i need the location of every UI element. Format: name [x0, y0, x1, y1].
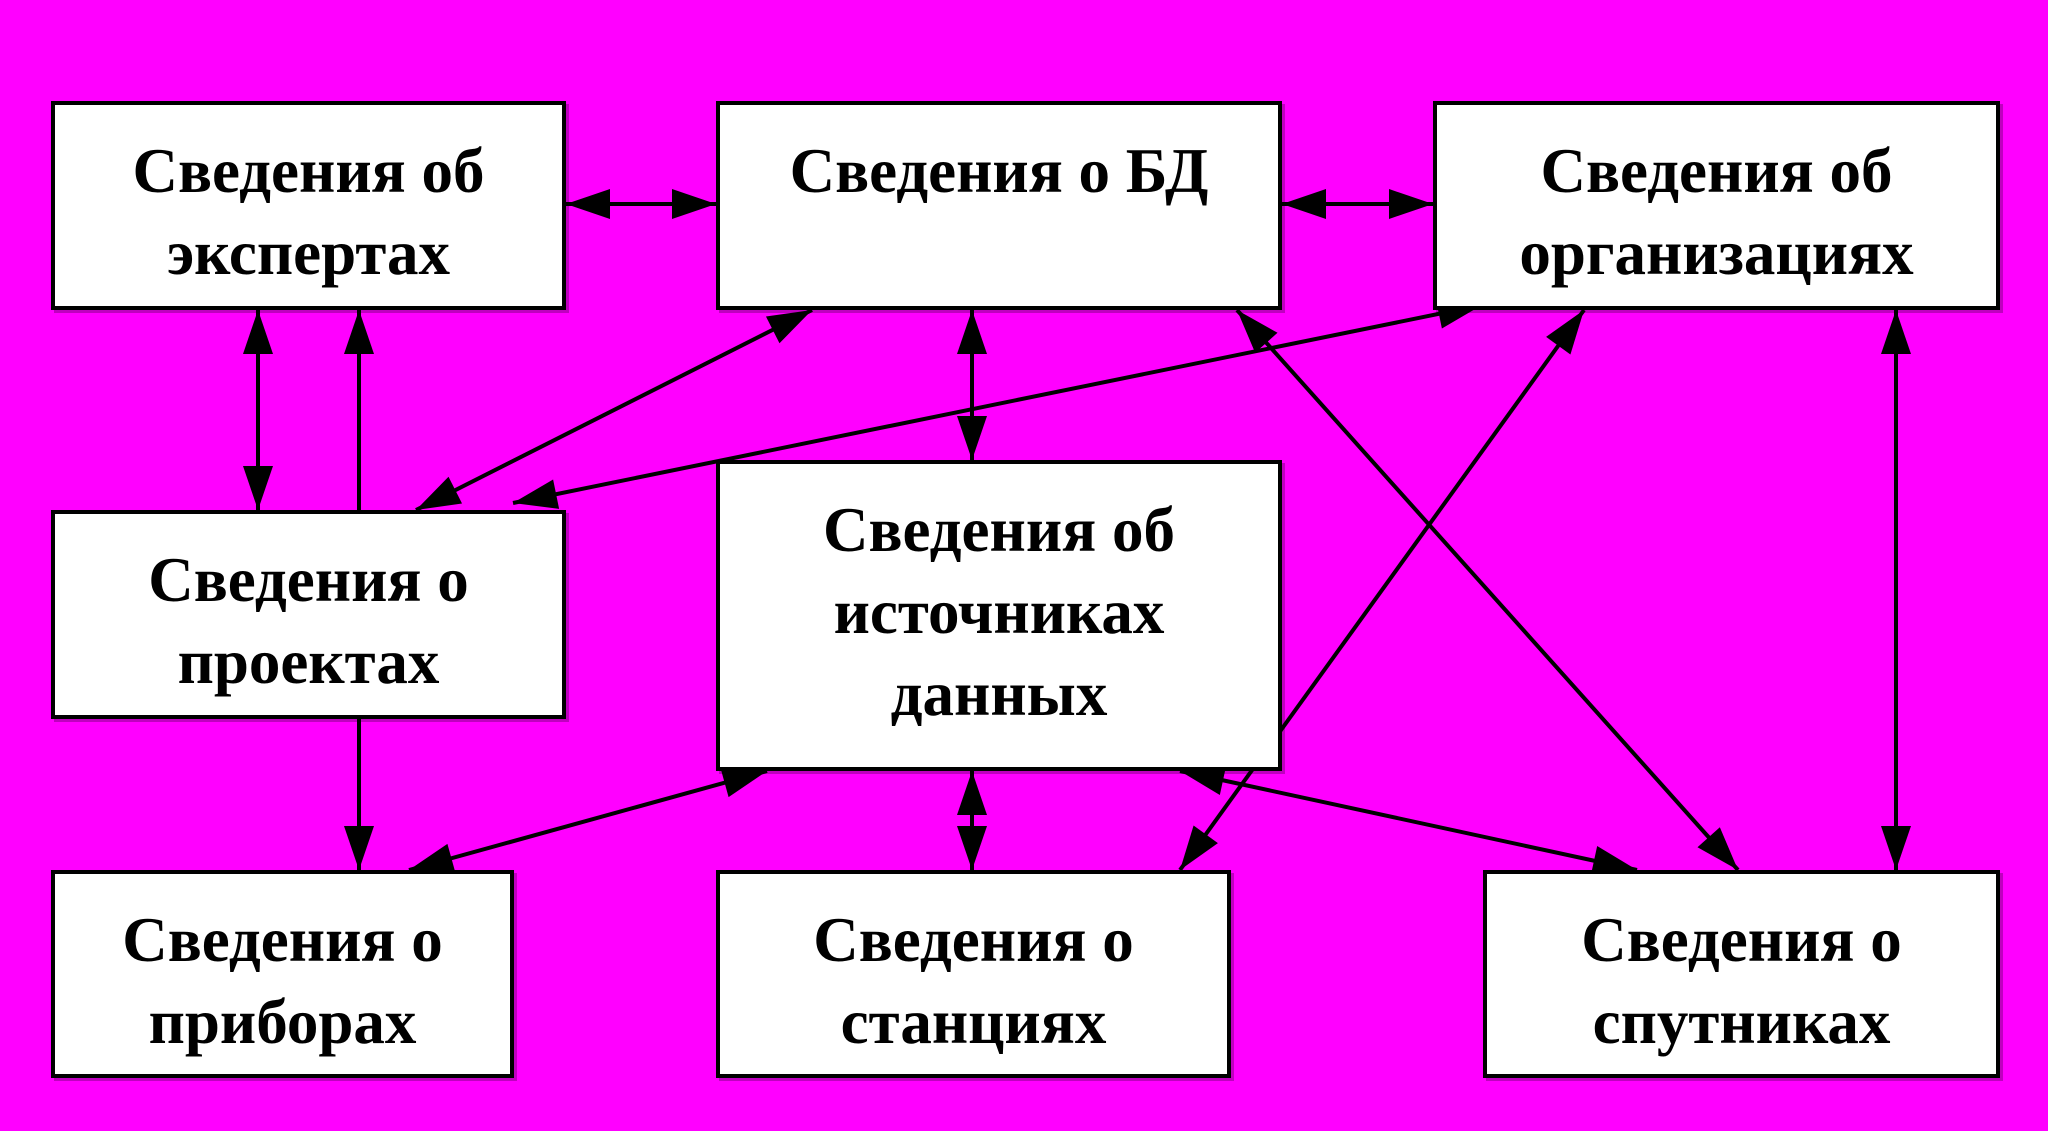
connector-db-sources [957, 310, 987, 460]
box-experts: Сведения об экспертах [51, 101, 566, 310]
arrowhead-projects [513, 479, 560, 509]
box-data-sources: Сведения об источниках данных [716, 460, 1282, 771]
connector-sources-satellites [1179, 765, 1638, 876]
box-devices: Сведения о приборах [51, 870, 514, 1078]
box-satellites-line-1: Сведения о [1581, 905, 1902, 975]
connector-sources-devices [408, 768, 768, 873]
arrowhead-db [1282, 189, 1326, 219]
connector-orgs-satellites [1881, 310, 1911, 870]
connector-projects-experts [344, 310, 374, 510]
arrowhead-db [957, 310, 987, 354]
connector-experts-db [566, 189, 716, 219]
box-projects-line-1: Сведения о [148, 545, 469, 615]
box-stations: Сведения о станциях [716, 870, 1231, 1078]
arrowhead-stations [1180, 825, 1218, 870]
arrowhead-projects [243, 466, 273, 510]
box-data-sources-line-3: данных [890, 659, 1108, 729]
arrowhead-db [1237, 310, 1278, 353]
arrowhead-devices [344, 826, 374, 870]
box-db-line-1: Сведения о БД [789, 136, 1209, 206]
box-db: Сведения о БД [716, 101, 1282, 310]
arrowhead-orgs [1389, 189, 1433, 219]
box-satellites: Сведения о спутниках [1483, 870, 2000, 1078]
arrowhead-orgs [1546, 310, 1584, 355]
box-data-sources-line-2: источниках [833, 577, 1165, 647]
connector-experts-projects [243, 310, 273, 510]
arrowhead-sources [957, 771, 987, 815]
arrowhead-projects [416, 476, 463, 510]
connector-db-orgs [1282, 189, 1433, 219]
arrowhead-experts [344, 310, 374, 354]
arrowhead-sources [957, 416, 987, 460]
box-stations-line-2: станциях [840, 987, 1107, 1057]
arrowhead-satellites [1697, 827, 1738, 870]
arrowhead-sources [720, 768, 767, 798]
arrowhead-orgs [1881, 310, 1911, 354]
box-devices-line-2: приборах [148, 987, 417, 1057]
box-organizations-line-1: Сведения об [1540, 136, 1893, 206]
box-experts-line-1: Сведения об [132, 136, 485, 206]
box-experts-line-2: экспертах [166, 218, 451, 288]
arrowhead-stations [957, 826, 987, 870]
connector-projects-devices [344, 719, 374, 870]
box-stations-line-1: Сведения о [813, 905, 1134, 975]
connector-sources-stations [957, 771, 987, 870]
arrowhead-db [672, 189, 716, 219]
box-satellites-line-2: спутниках [1592, 987, 1891, 1057]
connector-db-satellites [1235, 308, 1740, 872]
arrowhead-db [765, 310, 812, 344]
arrowhead-experts [243, 310, 273, 354]
box-projects-line-2: проектах [177, 627, 440, 697]
arrowhead-experts [566, 189, 610, 219]
box-devices-line-1: Сведения о [122, 905, 443, 975]
arrowhead-devices [409, 843, 456, 873]
arrowhead-satellites [1881, 826, 1911, 870]
box-data-sources-line-1: Сведения об [823, 495, 1175, 565]
box-organizations-line-2: организациях [1519, 218, 1914, 288]
box-projects: Сведения о проектах [51, 510, 566, 719]
box-organizations: Сведения об организациях [1433, 101, 2000, 310]
